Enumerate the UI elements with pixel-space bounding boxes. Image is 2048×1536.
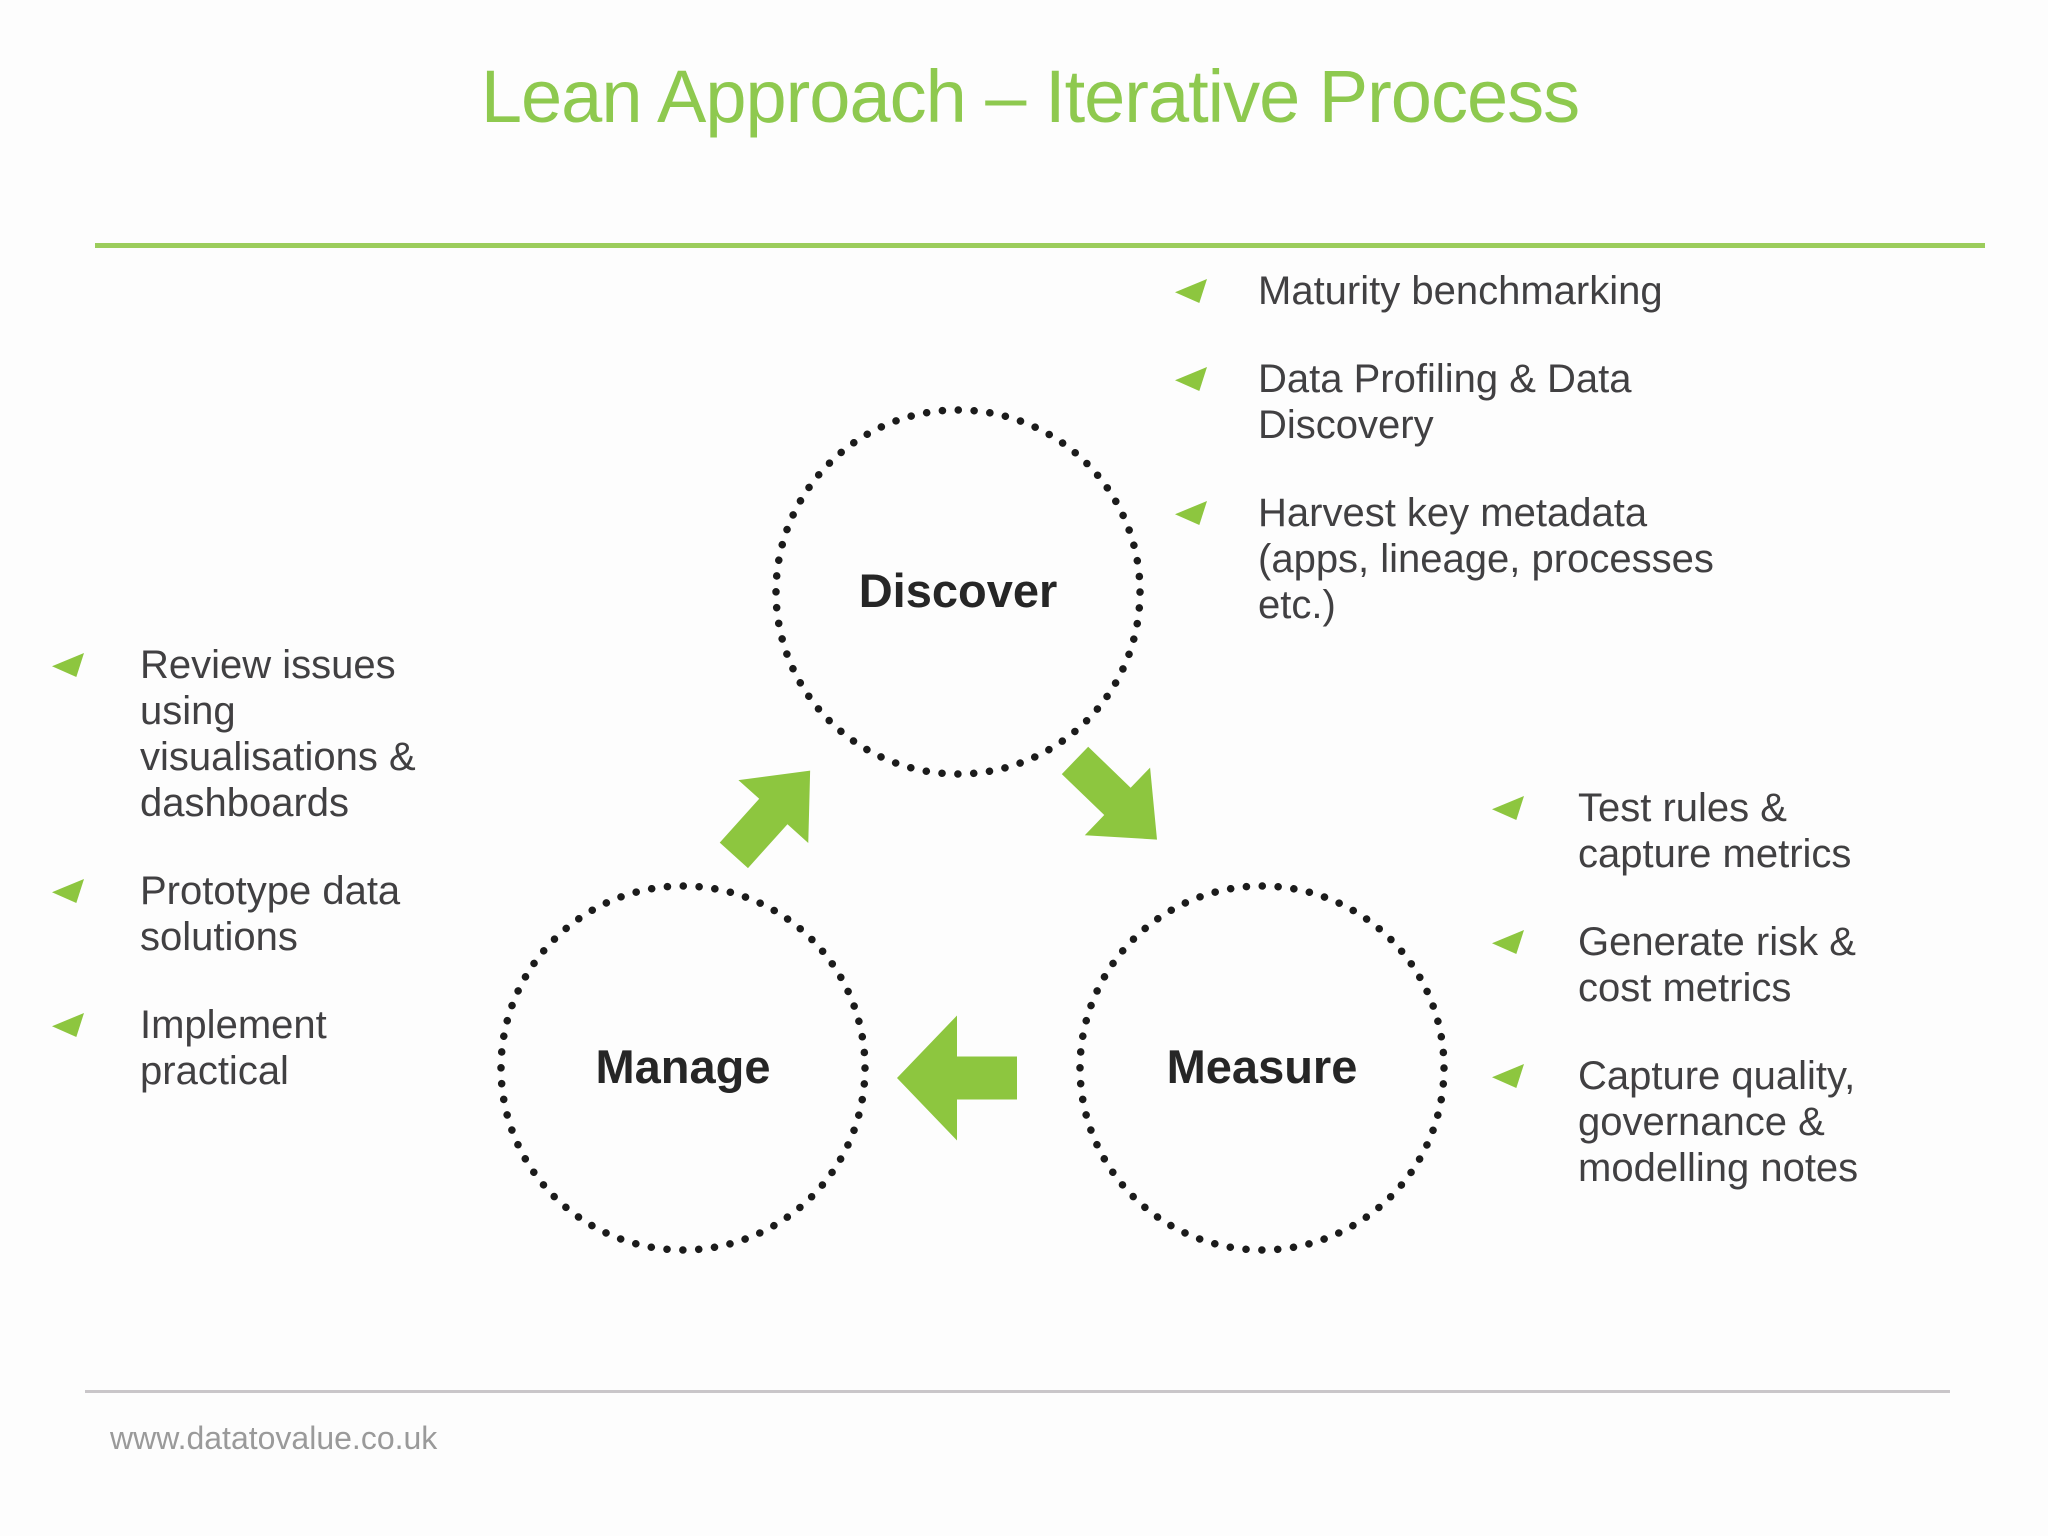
arrow-measure-to-manage-icon	[897, 1015, 1017, 1141]
list-item-text: Data Profiling & Data Discovery	[1258, 357, 1632, 447]
list-item: Prototype data solutions	[52, 868, 452, 960]
list-item-text: Implement practical	[140, 1003, 327, 1093]
list-item: Data Profiling & Data Discovery	[1175, 356, 1760, 448]
triangle-bullet-icon	[1492, 1064, 1524, 1088]
manage-notes-list: Review issues using visualisations & das…	[52, 642, 452, 1136]
manage-circle	[497, 882, 869, 1254]
list-item-text: Test rules & capture metrics	[1578, 786, 1852, 876]
list-item: Harvest key metadata (apps, lineage, pro…	[1175, 490, 1760, 628]
triangle-bullet-icon	[52, 653, 84, 677]
arrow-manage-to-discover-icon	[719, 770, 811, 869]
list-item-text: Review issues using visualisations & das…	[140, 643, 416, 825]
page-title: Lean Approach – Iterative Process	[480, 55, 1580, 138]
triangle-bullet-icon	[1175, 367, 1207, 391]
measure-notes-list: Test rules & capture metrics Generate ri…	[1492, 785, 1912, 1233]
triangle-bullet-icon	[52, 879, 84, 903]
list-item-text: Generate risk & cost metrics	[1578, 920, 1856, 1010]
arrow-discover-to-measure-icon	[1061, 746, 1158, 840]
list-item-text: Prototype data solutions	[140, 869, 401, 959]
list-item-text: Harvest key metadata (apps, lineage, pro…	[1258, 491, 1714, 627]
list-item: Implement practical	[52, 1002, 452, 1094]
list-item: Review issues using visualisations & das…	[52, 642, 452, 826]
discover-circle	[772, 406, 1144, 778]
measure-circle	[1076, 882, 1448, 1254]
node-label-manage: Manage	[595, 1040, 771, 1093]
discover-notes-list: Maturity benchmarking Data Profiling & D…	[1175, 268, 1760, 670]
triangle-bullet-icon	[1175, 279, 1207, 303]
list-item-text: Maturity benchmarking	[1258, 269, 1663, 313]
title-divider	[95, 243, 1985, 248]
node-label-measure: Measure	[1166, 1040, 1358, 1093]
list-item: Capture quality, governance & modelling …	[1492, 1053, 1912, 1191]
list-item: Generate risk & cost metrics	[1492, 919, 1912, 1011]
footer-website: www.datatovalue.co.uk	[110, 1420, 438, 1456]
triangle-bullet-icon	[52, 1013, 84, 1037]
triangle-bullet-icon	[1175, 501, 1207, 525]
list-item: Maturity benchmarking	[1175, 268, 1760, 314]
node-label-discover: Discover	[858, 564, 1058, 617]
footer-divider	[85, 1390, 1950, 1393]
list-item-text: Capture quality, governance & modelling …	[1578, 1054, 1859, 1190]
triangle-bullet-icon	[1492, 796, 1524, 820]
list-item: Test rules & capture metrics	[1492, 785, 1912, 877]
triangle-bullet-icon	[1492, 930, 1524, 954]
